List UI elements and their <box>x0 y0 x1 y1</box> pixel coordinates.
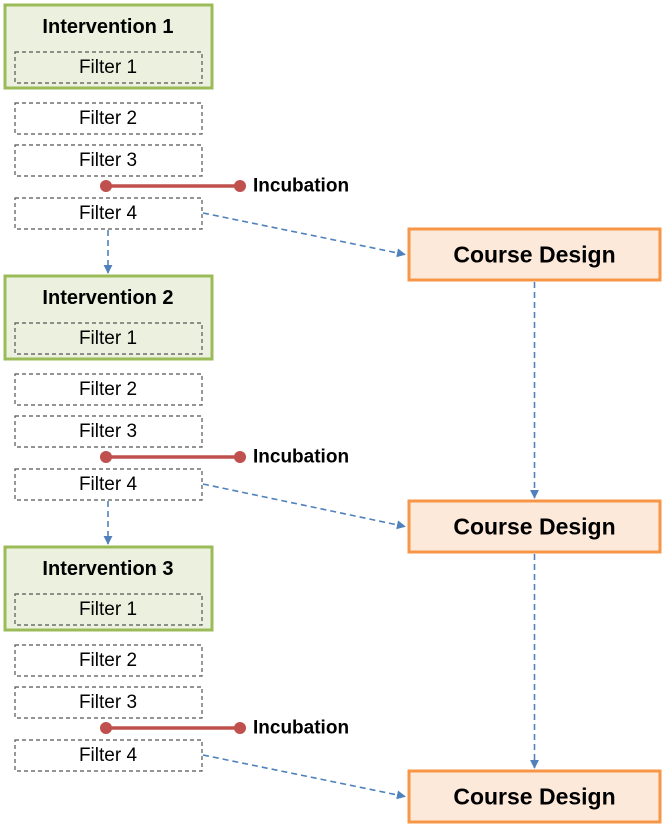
filter-box <box>14 415 203 448</box>
filter-box <box>14 102 203 135</box>
incubation-label: Incubation <box>253 176 349 197</box>
incubation-end-dot <box>234 722 246 734</box>
course-design-box <box>407 227 662 282</box>
intervention-title: Intervention 2 <box>42 287 173 309</box>
course-design-label: Course Design <box>453 242 615 268</box>
incubation-start-dot <box>100 722 112 734</box>
filter-label: Filter 1 <box>79 57 137 78</box>
incubation-start-dot <box>100 451 112 463</box>
filter-label: Filter 4 <box>79 203 138 224</box>
filter-box <box>14 373 203 406</box>
filter-label: Filter 2 <box>79 108 137 129</box>
filter-box <box>14 144 203 177</box>
filter-label: Filter 4 <box>79 745 138 766</box>
intervention-title: Intervention 1 <box>42 16 173 38</box>
course-design-label: Course Design <box>453 784 615 810</box>
incubation-label: Incubation <box>253 718 349 739</box>
filter-label: Filter 3 <box>79 692 137 713</box>
filter-box <box>14 51 203 84</box>
filter-box <box>14 739 203 772</box>
filter-box <box>14 197 203 230</box>
filter-box <box>14 686 203 719</box>
filter-label: Filter 2 <box>79 650 137 671</box>
filter-to-course-arrow <box>202 754 406 800</box>
filter-label: Filter 1 <box>79 599 137 620</box>
incubation-end-dot <box>234 180 246 192</box>
filter-label: Filter 1 <box>79 328 137 349</box>
course-design-box <box>407 499 662 554</box>
course-design-box <box>407 769 662 824</box>
filter-box <box>14 593 203 626</box>
course-design-label: Course Design <box>453 514 615 540</box>
filter-label: Filter 3 <box>79 421 137 442</box>
filter-label: Filter 3 <box>79 150 137 171</box>
incubation-label: Incubation <box>253 447 349 468</box>
filter-label: Filter 4 <box>79 474 138 495</box>
incubation-end-dot <box>234 451 246 463</box>
filter-box <box>14 468 203 501</box>
intervention-title: Intervention 3 <box>42 558 173 580</box>
filter-box <box>14 644 203 677</box>
filter-box <box>14 322 203 355</box>
incubation-start-dot <box>100 180 112 192</box>
filter-label: Filter 2 <box>79 379 137 400</box>
filter-to-course-arrow <box>202 483 406 530</box>
filter-to-course-arrow <box>202 212 406 258</box>
